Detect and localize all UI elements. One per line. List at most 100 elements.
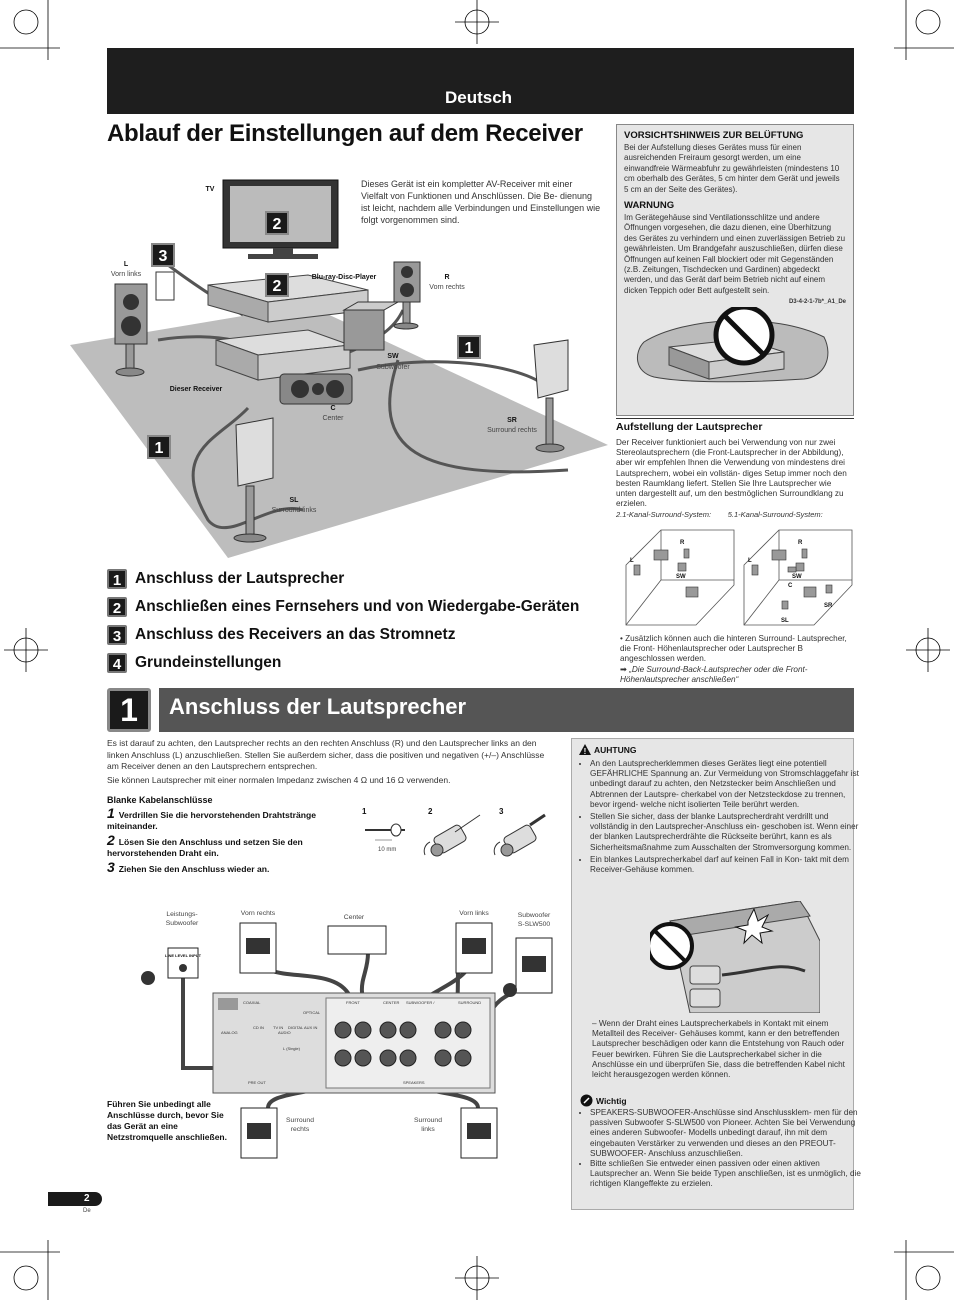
- badge-1-left: 1: [155, 440, 164, 457]
- label-passive-sub-2: S-SLW500: [518, 921, 551, 928]
- badge-2-tv: 2: [273, 216, 282, 233]
- room1-sw: SW: [676, 574, 686, 580]
- label-r: R: [444, 274, 449, 281]
- important-heading: Wichtig: [596, 1096, 627, 1106]
- label-sl: SL: [290, 497, 300, 504]
- caution-box: ! AUHTUNG An den Lautsprecherklemmen die…: [571, 738, 861, 1210]
- label-l: L: [124, 261, 129, 268]
- warning-text: Im Gerätegehäuse sind Ventilationsschlit…: [624, 213, 846, 295]
- room1-r: R: [680, 540, 685, 546]
- language-label: Deutsch: [445, 88, 513, 107]
- intro-text: Dieses Gerät ist ein kompletter AV-Recei…: [361, 179, 601, 225]
- label-center: Center: [344, 914, 365, 921]
- term-coaxial: COAXIAL: [243, 1000, 261, 1005]
- caution-item: Ein blankes Lautsprecherkabel darf auf k…: [590, 855, 862, 875]
- step-number: 1: [107, 569, 127, 589]
- label-c-sub: Center: [322, 415, 344, 422]
- label-c: C: [330, 405, 335, 412]
- term-surround: SURROUND: [458, 1000, 481, 1005]
- badge-1-right: 1: [465, 340, 474, 357]
- term-preout: PRE OUT: [248, 1080, 266, 1085]
- step-number: 2: [107, 597, 127, 617]
- label-sw-sub: Subwoofer: [376, 364, 410, 371]
- label-surround-right-1: Surround: [286, 1117, 314, 1124]
- fig-num-3: 3: [499, 807, 504, 816]
- step-label: Grundeinstellungen: [135, 654, 282, 671]
- additional-speakers-text: Zusätzlich können auch die hinteren Surr…: [620, 634, 847, 664]
- label-l-sub: Vorn links: [111, 271, 142, 278]
- term-optical: OPTICAL: [303, 1010, 321, 1015]
- label-power-sub-1: Leistungs-: [166, 911, 197, 918]
- placement-divider: [616, 418, 854, 419]
- section1-title: Anschluss der Lautsprecher: [169, 694, 467, 719]
- section1-number: 1: [107, 688, 151, 732]
- wiring-diagram: COAXIAL OPTICAL FRONT CENTER SUBWOOFER /…: [141, 910, 553, 1159]
- section1-band: Anschluss der Lautsprecher: [159, 688, 854, 732]
- additional-speakers-ref: „Die Surround-Back-Lautsprecher oder die…: [620, 664, 808, 684]
- section1-para1: Es ist darauf zu achten, den Lautspreche…: [107, 738, 545, 771]
- system-21-label: 2.1-Kanal-Surround-System:: [616, 510, 712, 520]
- page-title: Ablauf der Einstellungen auf dem Receive…: [107, 120, 583, 147]
- bare-step-3-num: 3: [107, 859, 115, 875]
- page-number: 2: [84, 1193, 90, 1204]
- label-sw: SW: [387, 353, 399, 360]
- placement-heading: Aufstellung der Lautsprecher: [616, 421, 763, 433]
- label-surround-right-2: rechts: [291, 1126, 310, 1133]
- caution-list: An den Lautsprecherklemmen dieses Geräte…: [578, 759, 862, 877]
- room2-c: C: [788, 583, 793, 589]
- caution-item: An den Lautsprecherklemmen dieses Geräte…: [590, 759, 862, 810]
- bare-step-1-text: Verdrillen Sie die hervorstehenden Draht…: [107, 810, 317, 831]
- term-tv-in: TV IN: [273, 1025, 283, 1030]
- page-language-code: De: [83, 1208, 91, 1214]
- label-bluray: Blu-ray-Disc-Player: [312, 274, 377, 281]
- connect-before-power-note: Führen Sie unbedingt alle Anschlüsse dur…: [107, 1099, 227, 1142]
- label-sl-sub: Surround links: [272, 507, 317, 514]
- section1-intro: Es ist darauf zu achten, den Lautspreche…: [107, 738, 547, 786]
- bare-step-2-text: Lösen Sie den Anschluss und setzen Sie d…: [107, 837, 303, 858]
- section1-para2: Sie können Lautsprecher mit einer normal…: [107, 774, 451, 785]
- label-surround-left-1: Surround: [414, 1117, 442, 1124]
- label-passive-sub-1: Subwoofer: [518, 912, 551, 919]
- bare-step-1-num: 1: [107, 805, 115, 821]
- room1-l: L: [630, 558, 634, 564]
- label-line-input: LINE LEVEL INPUT: [165, 953, 202, 958]
- important-item: SPEAKERS-SUBWOOFER-Anschlüsse sind Ansch…: [590, 1108, 862, 1159]
- term-dig-in: DIGITAL AUX IN: [288, 1025, 317, 1030]
- warning-heading: WARNUNG: [624, 200, 675, 212]
- term-center: CENTER: [383, 1000, 400, 1005]
- badge-2-player: 2: [273, 278, 282, 295]
- room-setup-illustration: 2 3 2 1 1 TV L Vorn links R Vorn rechts …: [70, 179, 608, 558]
- ventilation-heading: VORSICHTSHINWEIS ZUR BELÜFTUNG: [624, 130, 804, 141]
- step-label: Anschließen eines Fernsehers und von Wie…: [135, 598, 580, 615]
- room2-sl: SL: [781, 618, 789, 624]
- bare-step-3-text: Ziehen Sie den Anschluss wieder an.: [118, 864, 270, 874]
- label-receiver: Dieser Receiver: [170, 386, 223, 393]
- step-number: 3: [107, 625, 127, 645]
- label-surround-left-2: links: [421, 1126, 435, 1133]
- label-r-sub: Vorn rechts: [429, 284, 465, 291]
- step-label: Anschluss der Lautsprecher: [135, 570, 345, 587]
- placement-body: Der Receiver funktioniert auch bei Verwe…: [616, 438, 847, 509]
- term-single: L (Single): [283, 1046, 301, 1051]
- ventilation-warning-box: VORSICHTSHINWEIS ZUR BELÜFTUNG Bei der A…: [616, 124, 854, 416]
- warning-triangle-icon: !: [579, 744, 591, 756]
- step-label: Anschluss des Receivers an das Stromnetz: [135, 626, 456, 643]
- caution-item: Stellen Sie sicher, dass der blanke Laut…: [590, 812, 862, 853]
- label-front-left: Vorn links: [459, 910, 489, 917]
- room2-r: R: [798, 540, 803, 546]
- step-item: 2 Anschließen eines Fernsehers und von Wi…: [107, 593, 579, 621]
- term-sub: SUBWOOFER /: [406, 1000, 435, 1005]
- system-51-label: 5.1-Kanal-Surround-System:: [727, 510, 823, 520]
- caution-dash-note: – Wenn der Draht eines Lautsprecherkabel…: [592, 1019, 845, 1080]
- important-list: SPEAKERS-SUBWOOFER-Anschlüsse sind Ansch…: [578, 1108, 862, 1190]
- room2-l: L: [748, 558, 752, 564]
- additional-speakers-note: • Zusätzlich können auch die hinteren Su…: [620, 634, 847, 684]
- badge-3-outlet: 3: [159, 248, 168, 265]
- section1-header: 1 Anschluss der Lautsprecher: [107, 688, 854, 732]
- term-front: FRONT: [346, 1000, 360, 1005]
- bare-wire-figures: 1 2 3 10 mm: [362, 807, 546, 857]
